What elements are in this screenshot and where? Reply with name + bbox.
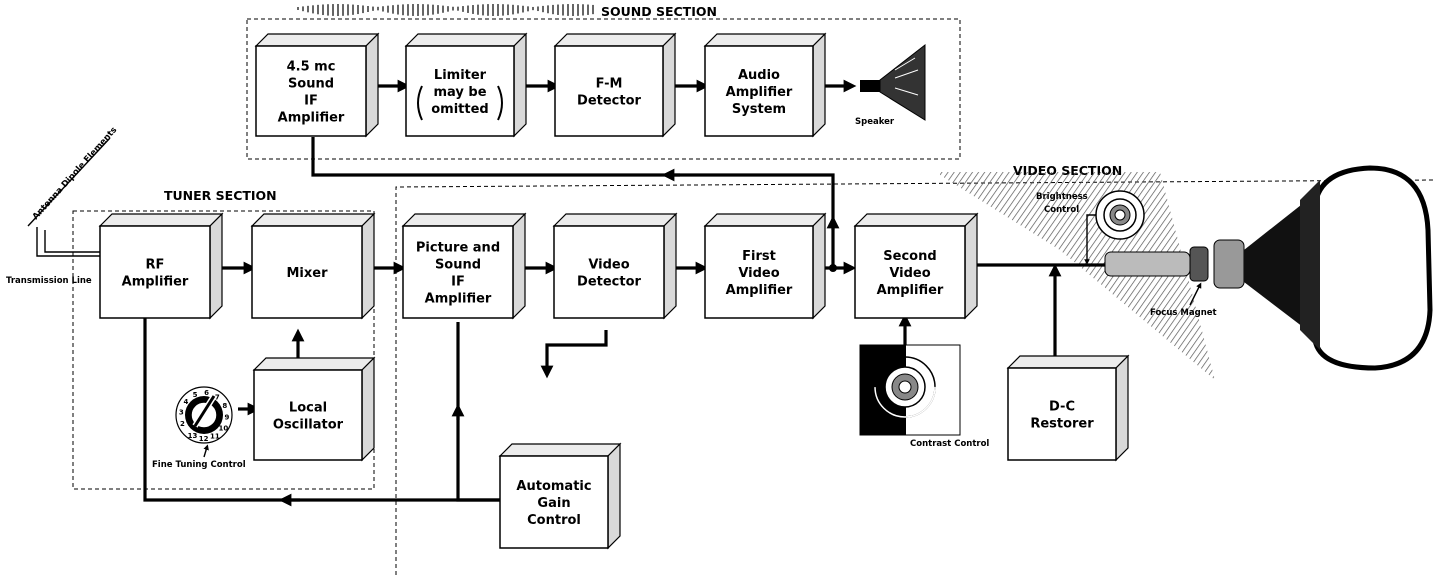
rf-amp-block: RF Amplifier (98, 212, 224, 320)
speaker-label: Speaker (855, 117, 895, 127)
dial-number: 4 (183, 398, 188, 406)
block-label: Detector (577, 94, 641, 109)
transmission-line-label: Transmission Line (6, 276, 92, 286)
video-section-shading (940, 172, 1215, 380)
pointer-arrow (203, 444, 209, 458)
wire (456, 322, 500, 502)
focus-magnet-label: Focus Magnet (1150, 308, 1217, 318)
block-label: Video (889, 266, 930, 281)
block-label: Sound (288, 77, 334, 92)
block-label: RF (146, 258, 165, 273)
wire (540, 330, 608, 379)
block-label: Amplifier (278, 111, 345, 126)
brightness-label-line-1: Brightness (1036, 192, 1088, 202)
brightness-knob-icon (1095, 190, 1145, 240)
block-label: Amplifier (877, 283, 944, 298)
block-label: First (742, 249, 776, 264)
dial-number: 13 (188, 432, 198, 440)
block-label: Control (527, 513, 581, 528)
mixer-block: Mixer (250, 212, 376, 320)
block-label: Oscillator (273, 418, 344, 433)
pointer-arrow (1189, 282, 1202, 306)
tuner-section-label: TUNER SECTION (164, 188, 277, 203)
block-label: Video (738, 266, 779, 281)
block-label: may be (433, 85, 486, 100)
contrast-knob-icon (859, 344, 961, 436)
picture-tube-icon (1104, 165, 1433, 371)
sound-section-label: SOUND SECTION (601, 4, 717, 19)
block-label: F-M (596, 77, 623, 92)
block-label: Amplifier (726, 283, 793, 298)
dial-number: 9 (225, 413, 230, 421)
dial-number: 12 (199, 435, 209, 443)
tuner-section-boundary (72, 210, 375, 490)
block-label: Sound (435, 258, 481, 273)
wire (1084, 214, 1097, 265)
dial-number: 10 (218, 424, 228, 432)
block-label: Detector (577, 275, 641, 290)
dial-number: 11 (210, 432, 220, 440)
block-label: Second (883, 249, 936, 264)
block-label: System (732, 102, 786, 117)
block-label: Audio (738, 68, 780, 83)
dial-number: 6 (204, 389, 209, 397)
brightness-label-line-2: Control (1044, 205, 1079, 215)
dc-restorer-block: D-C Restorer (1006, 354, 1130, 462)
block-label: Amplifier (122, 275, 189, 290)
block-label: Limiter (434, 68, 487, 83)
block-label: Local (289, 401, 327, 416)
dial-number: 5 (193, 391, 198, 399)
fm-detector-block: F-M Detector (553, 32, 677, 138)
block-label: Restorer (1030, 417, 1094, 432)
block-label: IF (304, 94, 318, 109)
block-label: Mixer (286, 266, 328, 281)
limiter-block: Limiter may be omitted (404, 32, 528, 138)
antenna-label: Antenna Dipole Elements (31, 125, 119, 222)
block-label: Amplifier (726, 85, 793, 100)
block-label: Picture and (416, 241, 500, 256)
sound-waveform-icon (297, 4, 594, 16)
speaker-icon (860, 43, 926, 121)
block-label: Video (588, 258, 629, 273)
dial-number: 3 (179, 408, 184, 416)
dial-number: 7 (215, 393, 220, 401)
block-label: D-C (1049, 400, 1075, 415)
block-label: Amplifier (425, 292, 492, 307)
block-label: 4.5 mc (287, 60, 336, 75)
dial-number: 2 (180, 420, 185, 428)
block-label: Gain (537, 496, 570, 511)
block-label: Automatic (516, 479, 591, 494)
antenna-icon (27, 137, 111, 257)
fine-tuning-label: Fine Tuning Control (152, 460, 246, 470)
contrast-label: Contrast Control (910, 439, 989, 449)
block-label: omitted (431, 102, 488, 117)
junction-dot (829, 264, 837, 272)
dial-number: 8 (222, 402, 227, 410)
block-label: IF (451, 275, 465, 290)
